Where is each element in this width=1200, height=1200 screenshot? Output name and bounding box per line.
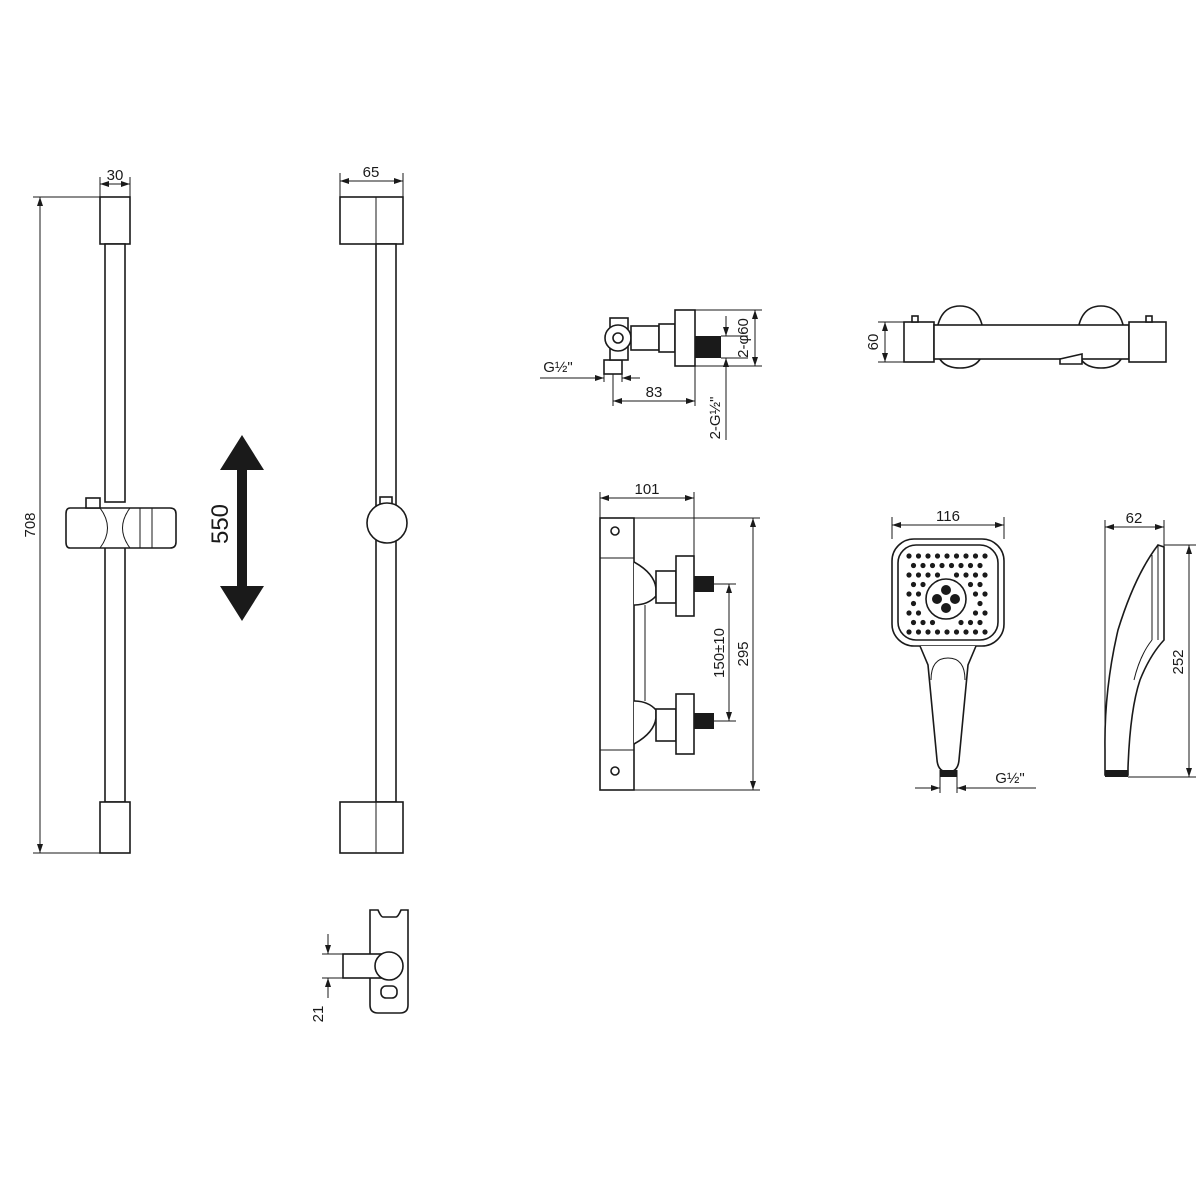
nozzle-dot <box>967 581 974 588</box>
nozzle-dot <box>972 553 979 559</box>
nozzle-dot <box>934 572 941 578</box>
nozzle-dot <box>920 619 926 626</box>
rail-height-label: 708 <box>22 512 39 537</box>
valve-centers-label: 150±10 <box>711 628 728 678</box>
rail-width-dim: 30 <box>99 167 131 197</box>
nozzle-dot <box>906 572 912 578</box>
nozzle-dot <box>982 610 988 616</box>
nozzle-dot <box>915 572 922 578</box>
nozzle-dot <box>972 591 979 597</box>
nozzle-dot <box>925 629 931 635</box>
nozzle-dot <box>929 562 936 569</box>
nozzle-dot <box>972 629 979 635</box>
nozzle-dot <box>910 600 917 607</box>
spray-nozzles <box>906 553 988 635</box>
nozzle-dot <box>906 629 912 635</box>
nozzle-dot <box>944 629 950 635</box>
nozzle-dot <box>963 572 969 578</box>
nozzle-dot <box>910 562 917 569</box>
slide-range-label: 550 <box>207 504 234 544</box>
nozzle-dot <box>910 619 917 626</box>
rail-depth-label: 65 <box>363 164 380 181</box>
nozzle-dot <box>963 553 969 559</box>
nozzle-dot <box>915 629 922 635</box>
nozzle-dot <box>906 610 912 616</box>
nozzle-dot <box>939 562 945 569</box>
valve-length-label: 295 <box>735 641 752 666</box>
rail-width-label: 30 <box>107 167 124 184</box>
nozzle-dot <box>948 562 955 569</box>
rail-side-view <box>339 196 408 854</box>
nozzle-dot <box>967 619 974 626</box>
nozzle-dot <box>977 619 983 626</box>
nozzle-dot <box>910 581 917 588</box>
rail-front-view <box>65 196 177 854</box>
nozzle-dot <box>953 572 960 578</box>
valve-inlet-thread-label: G½" <box>543 359 573 376</box>
nozzle-dot <box>925 572 931 578</box>
nozzle-dot <box>944 553 950 559</box>
rail-depth-dim: 65 <box>339 164 404 197</box>
nozzle-dot <box>929 619 936 626</box>
holder-offset-label: 21 <box>310 1006 327 1023</box>
nozzle-dot <box>977 562 983 569</box>
nozzle-dot <box>963 629 969 635</box>
nozzle-dot <box>915 591 922 597</box>
valve-inlet-depth-label: 83 <box>646 384 663 401</box>
wall-holder: 21 <box>310 909 409 1023</box>
nozzle-dot <box>934 553 941 559</box>
nozzle-dot <box>982 572 988 578</box>
valve-front-view: 101 150±10 295 <box>599 481 760 791</box>
slider-bracket <box>65 507 177 549</box>
nozzle-dot <box>982 591 988 597</box>
handshower-front-view: G½" 116 <box>891 508 1036 793</box>
handshower-depth-label: 62 <box>1126 510 1143 527</box>
nozzle-dot <box>915 553 922 559</box>
handshower-thread-label: G½" <box>995 770 1025 787</box>
nozzle-dot <box>920 581 926 588</box>
handshower-side-view: 62 252 <box>1104 510 1196 778</box>
nozzle-dot <box>958 562 964 569</box>
rail-height-dim: 708 <box>22 196 100 854</box>
slider-knob <box>366 502 408 544</box>
valve-top-view: 60 <box>865 305 1167 369</box>
nozzle-dot <box>925 553 931 559</box>
valve-height-label: 60 <box>865 334 882 351</box>
nozzle-dot <box>953 553 960 559</box>
valve-body-dia-label: 2-φ60 <box>735 318 752 358</box>
valve-depth-label: 101 <box>634 481 659 498</box>
nozzle-dot <box>972 610 979 616</box>
nozzle-dot <box>915 610 922 616</box>
nozzle-dot <box>958 619 964 626</box>
nozzle-dot <box>906 591 912 597</box>
nozzle-dot <box>920 562 926 569</box>
valve-side-view: G½" 83 2-φ60 2-G½" <box>540 309 762 440</box>
handshower-width-label: 116 <box>936 508 960 525</box>
nozzle-dot <box>977 581 983 588</box>
handshower-length-label: 252 <box>1170 649 1187 674</box>
nozzle-dot <box>906 553 912 559</box>
nozzle-dot <box>972 572 979 578</box>
nozzle-dot <box>977 600 983 607</box>
slide-range-arrow: 550 <box>207 435 264 621</box>
valve-outlet-thread-label: 2-G½" <box>707 397 724 440</box>
nozzle-dot <box>982 553 988 559</box>
nozzle-dot <box>934 629 941 635</box>
nozzle-dot <box>982 629 988 635</box>
nozzle-dot <box>967 562 974 569</box>
nozzle-dot <box>953 629 960 635</box>
